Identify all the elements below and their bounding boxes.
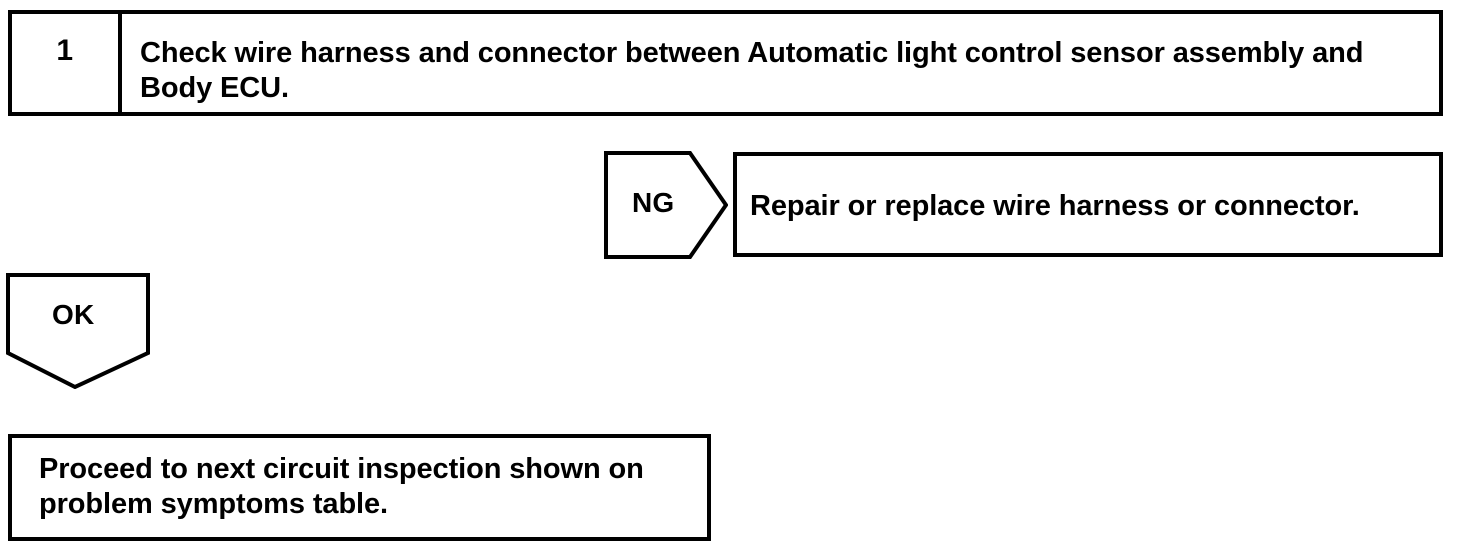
ng-branch-tag: NG	[604, 151, 728, 259]
ng-pentagon-icon	[604, 151, 728, 259]
step-number-cell: 1	[12, 14, 122, 112]
result-box: Proceed to next circuit inspection shown…	[8, 434, 711, 541]
step-number: 1	[56, 34, 74, 67]
ok-branch-tag: OK	[6, 273, 150, 389]
repair-action-text: Repair or replace wire harness or connec…	[750, 190, 1360, 222]
ng-label: NG	[632, 187, 675, 218]
step-1-row: 1 Check wire harness and connector betwe…	[8, 10, 1443, 116]
ok-pentagon-icon	[6, 273, 150, 389]
ok-label: OK	[52, 299, 95, 330]
step-instruction-text: Check wire harness and connector between…	[140, 37, 1364, 104]
repair-action-box: Repair or replace wire harness or connec…	[733, 152, 1443, 257]
result-text: Proceed to next circuit inspection shown…	[39, 453, 644, 520]
